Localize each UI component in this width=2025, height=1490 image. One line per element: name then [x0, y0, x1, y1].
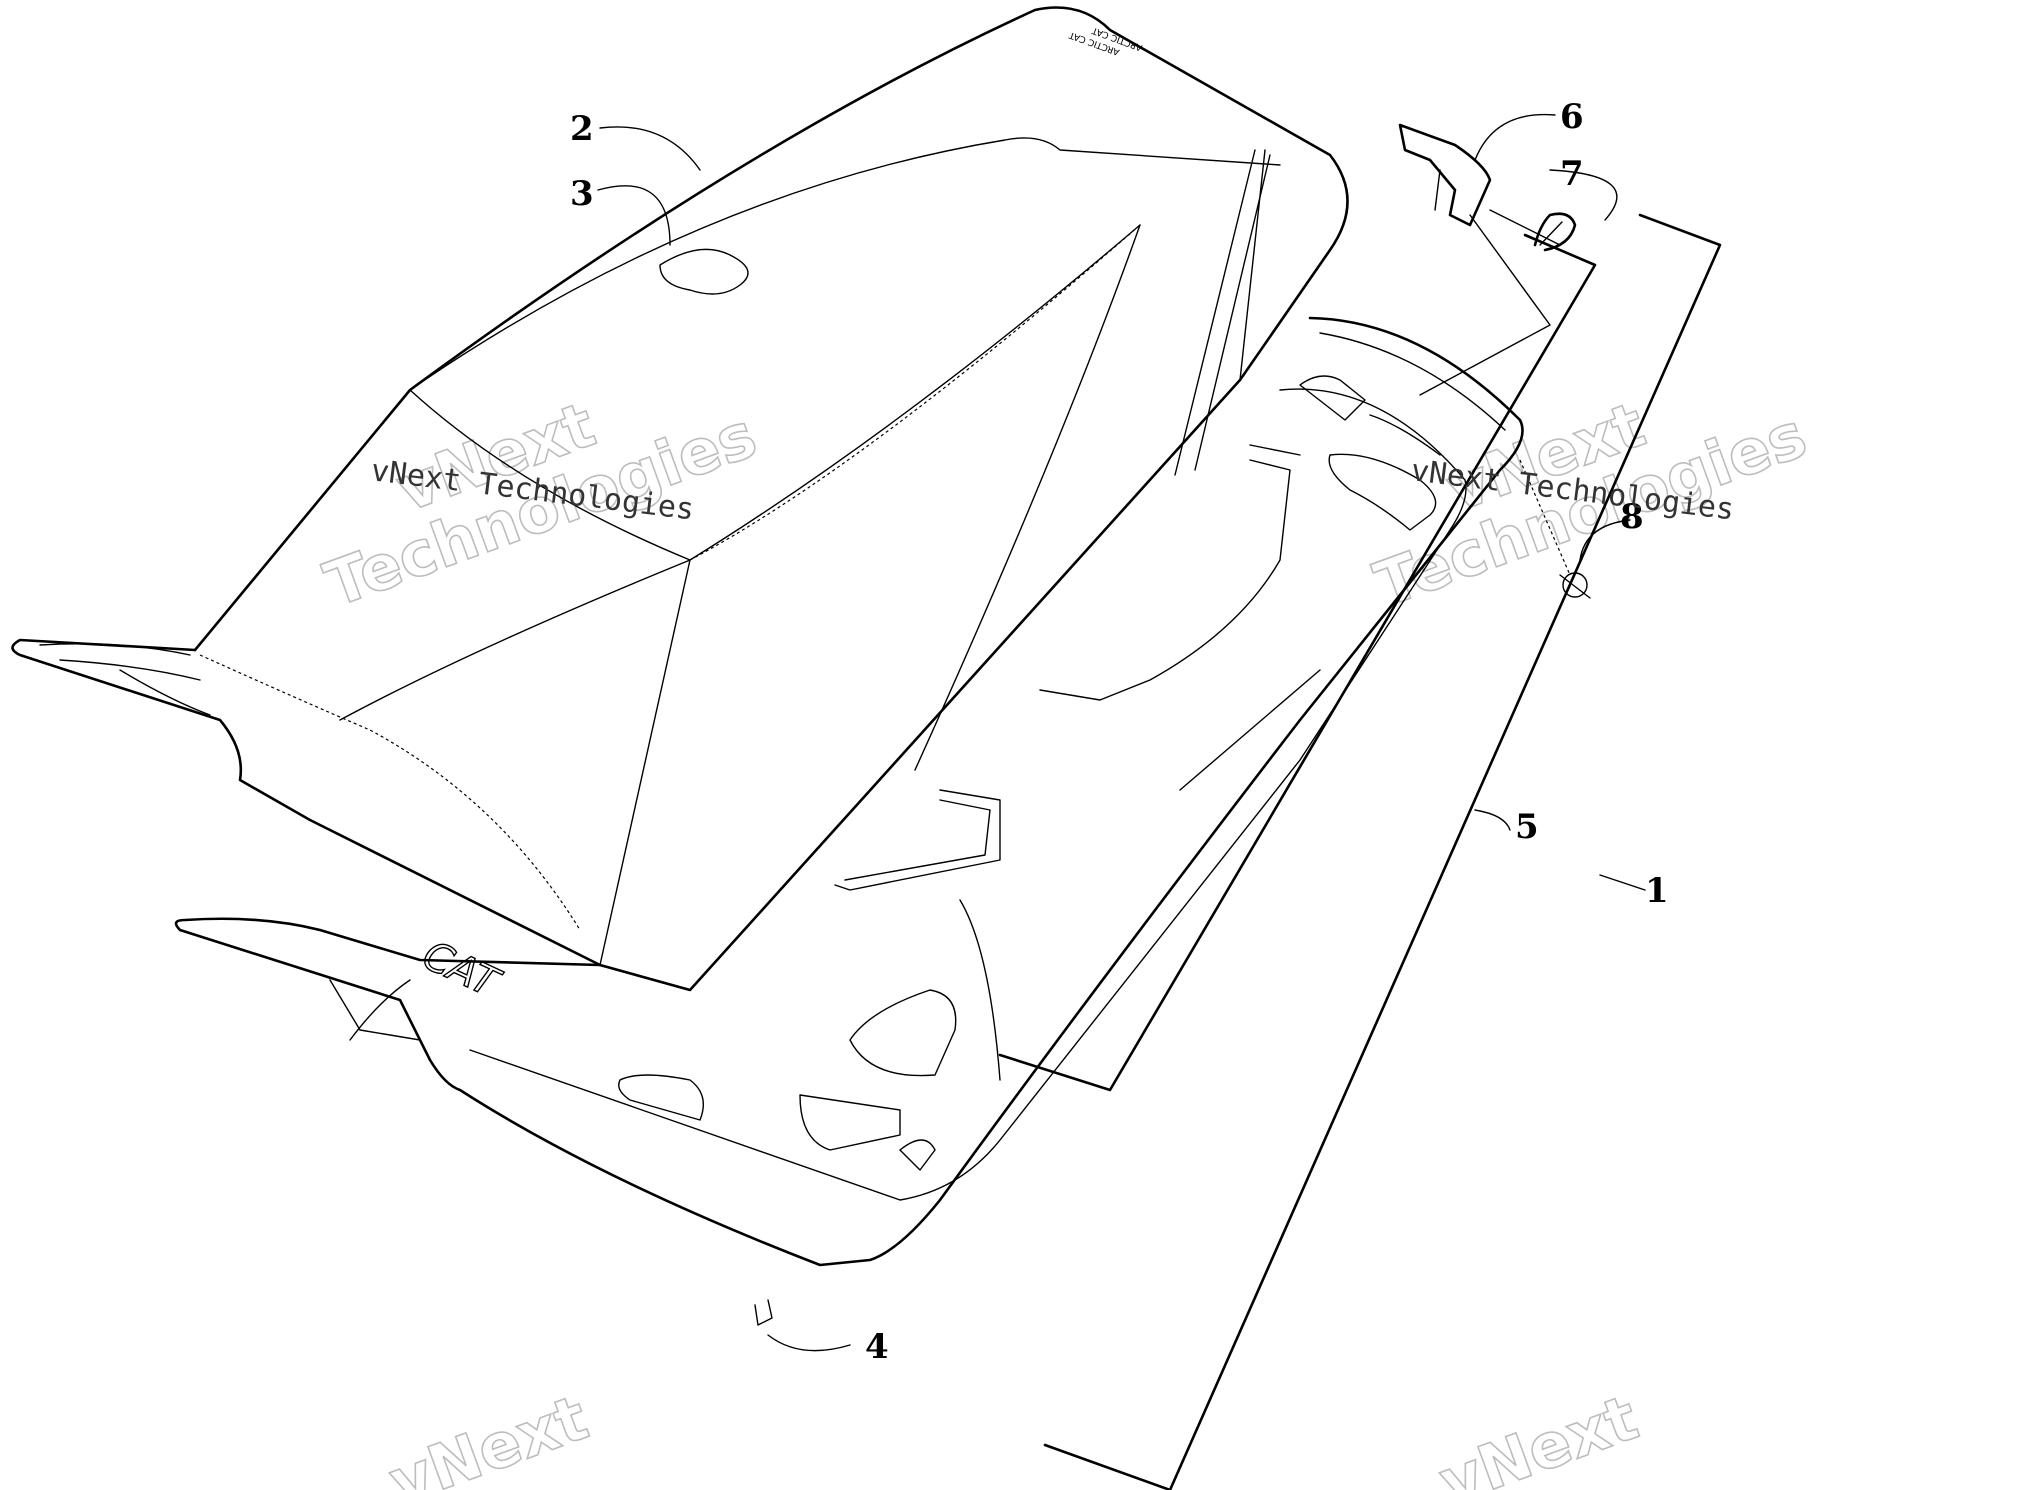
callout-4: 4 [865, 1327, 889, 1367]
latch-bracket [1398, 123, 1492, 227]
seat-logo: CAT [416, 932, 508, 1008]
callout-5: 5 [1515, 807, 1539, 847]
svg-text:vNext: vNext [1430, 1381, 1647, 1490]
callout-labels: 2 3 4 5 1 6 7 8 [570, 97, 1669, 1367]
callout-6: 6 [1560, 97, 1584, 137]
bracket-item-5 [998, 233, 1597, 1092]
callout-1: 1 [1645, 871, 1669, 911]
hairpin-clip [1533, 212, 1577, 252]
callout-2: 2 [570, 109, 594, 149]
seat-base [174, 316, 1524, 1267]
callout-3: 3 [570, 174, 594, 214]
seat-cover [11, 6, 1349, 992]
foam-patch [659, 248, 749, 295]
watermark-outline-bottom-right: vNext [1429, 1380, 1647, 1490]
leader-lines [597, 113, 1646, 1352]
watermark-outline-bottom-left: vNext [379, 1380, 597, 1490]
callout-7: 7 [1560, 154, 1584, 194]
callout-8: 8 [1620, 497, 1644, 537]
bracket-item-1 [1043, 213, 1722, 1490]
svg-text:vNext: vNext [380, 1381, 597, 1490]
staple [754, 1299, 773, 1326]
